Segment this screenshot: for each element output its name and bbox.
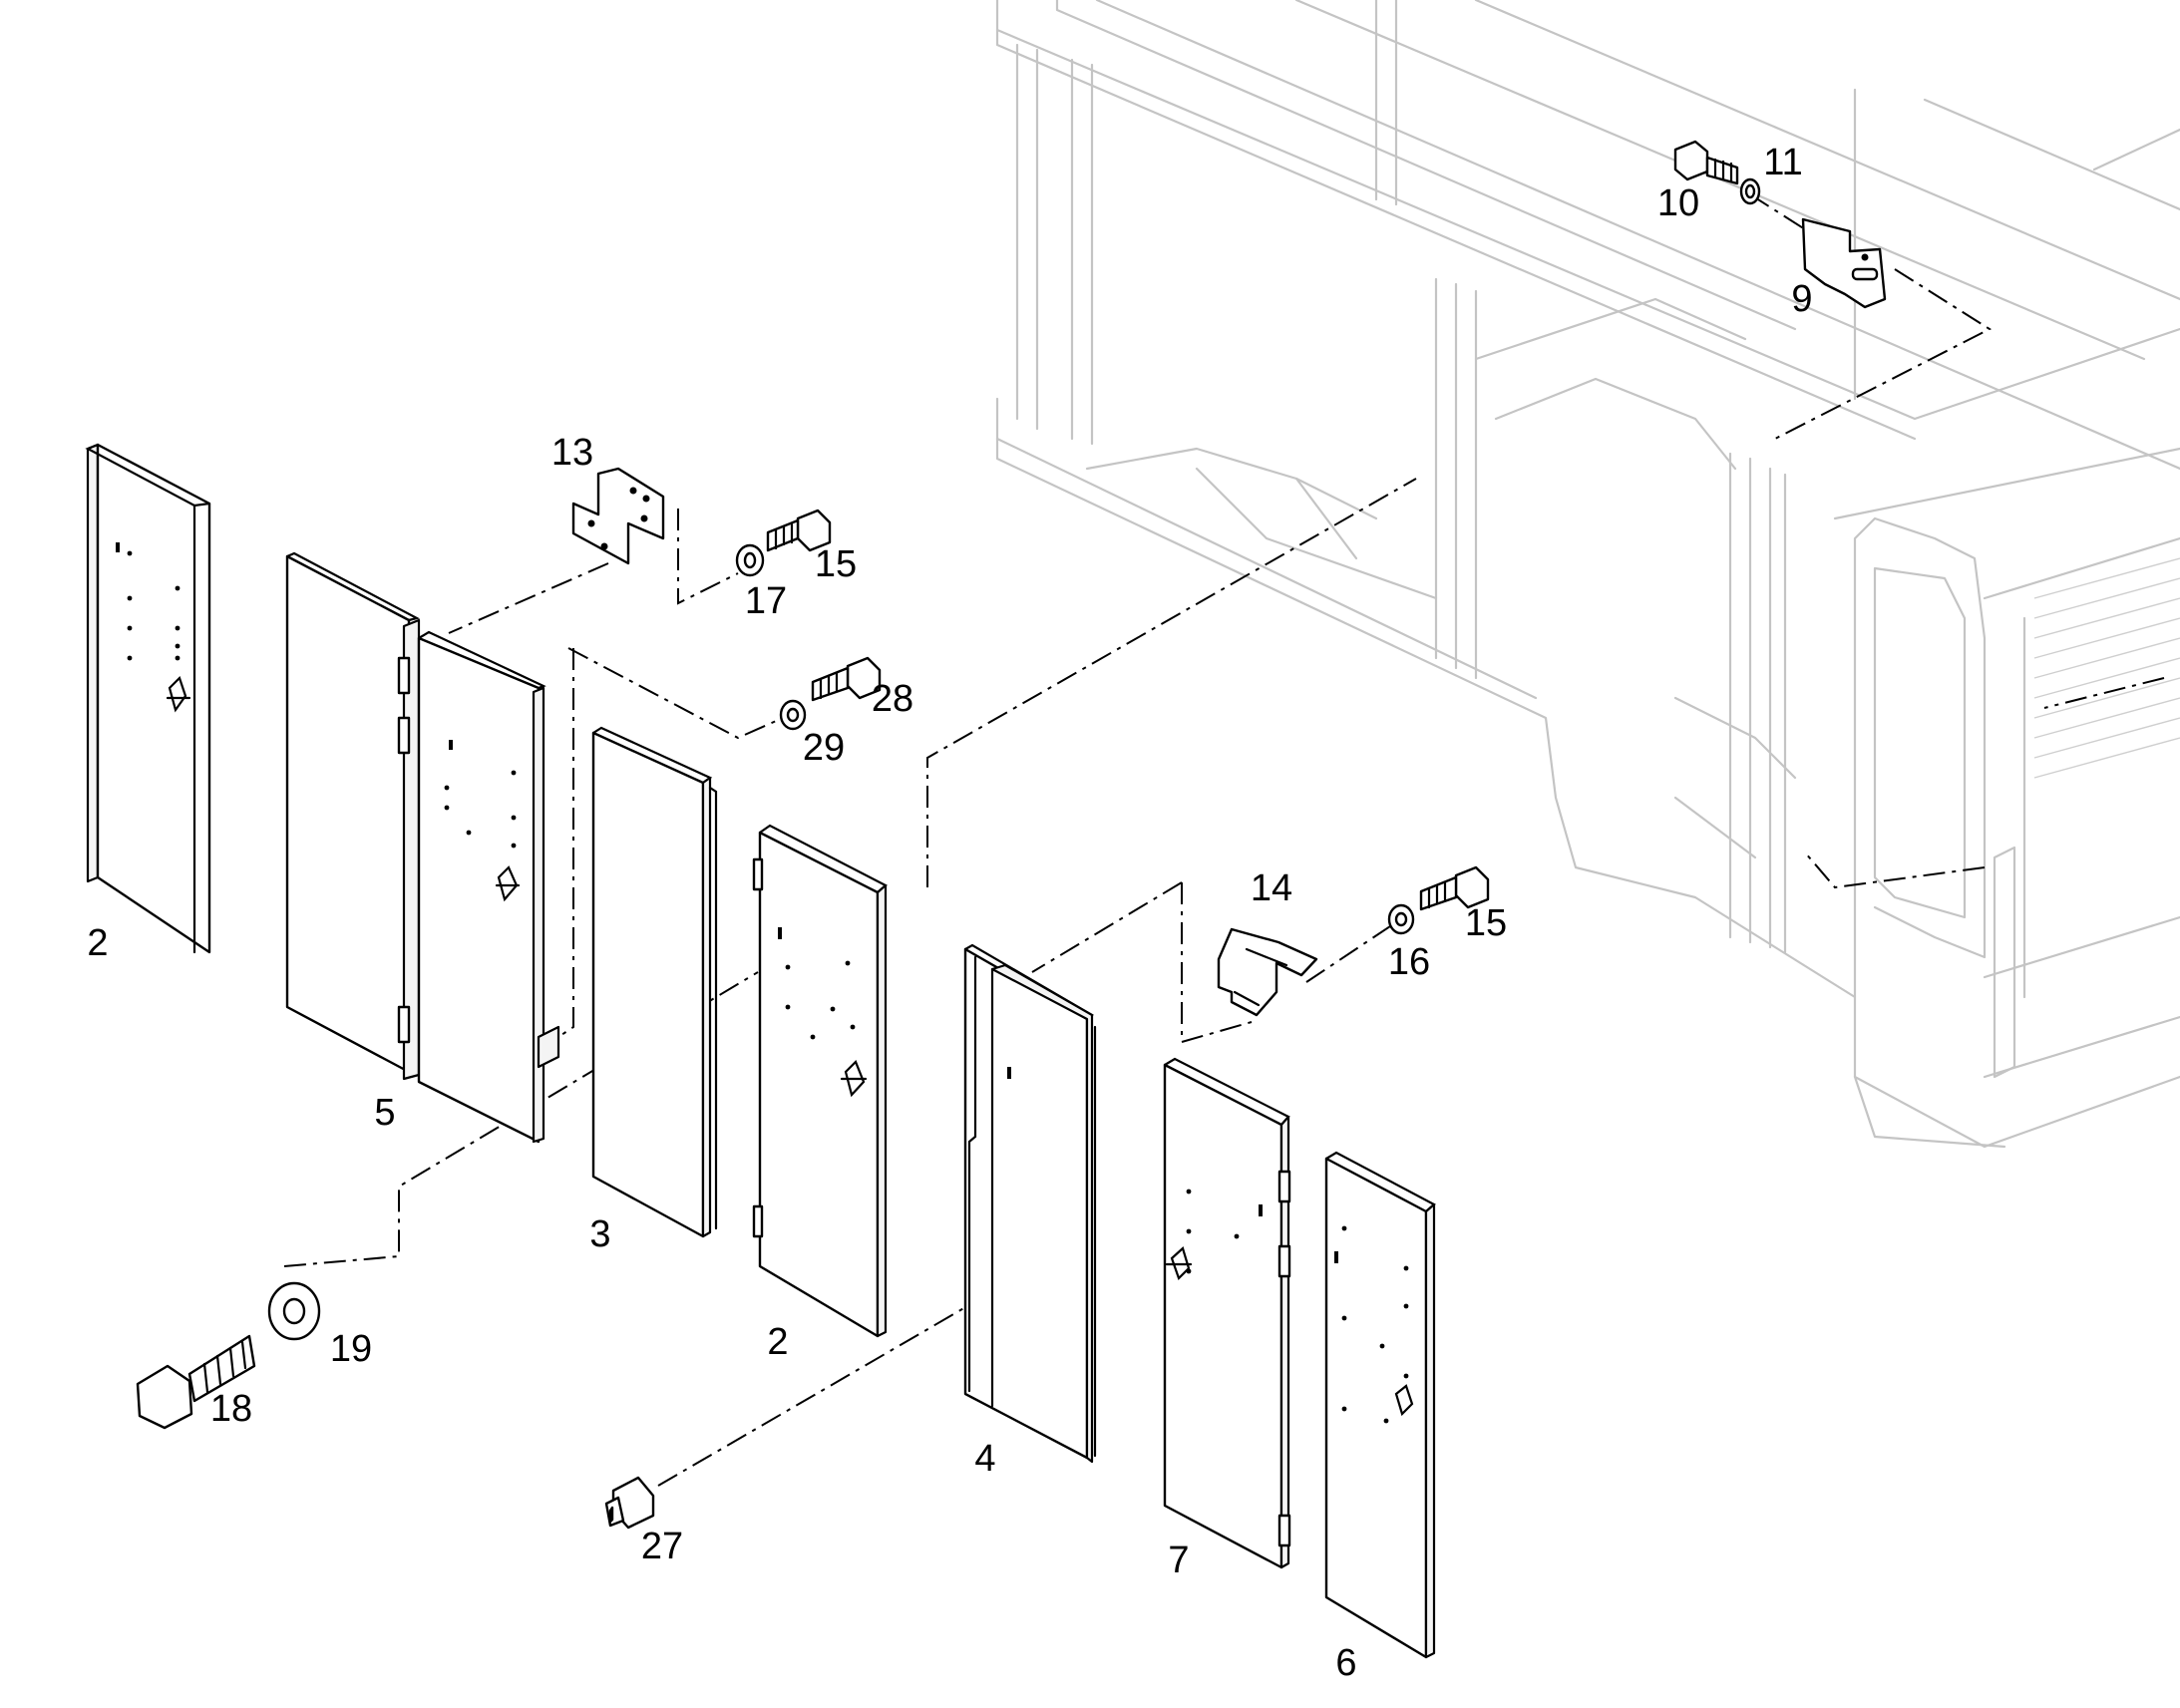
washer-11 <box>1739 177 1761 205</box>
callout-15-top: 15 <box>815 543 857 585</box>
callout-7: 7 <box>1168 1539 1189 1581</box>
callout-19: 19 <box>330 1328 372 1370</box>
callout-labels: 9 10 11 13 15 17 28 29 14 15 16 2 5 3 2 … <box>87 142 1812 1684</box>
callout-28: 28 <box>872 678 913 720</box>
callout-15-lower: 15 <box>1465 902 1507 944</box>
callout-2-left: 2 <box>87 922 108 964</box>
callout-10: 10 <box>1657 182 1699 224</box>
washer-16 <box>1387 903 1415 935</box>
callout-13: 13 <box>551 432 593 474</box>
bracket-13 <box>571 467 665 565</box>
panel-6 <box>1324 1151 1436 1659</box>
callout-4: 4 <box>974 1438 995 1480</box>
bolt-10 <box>1673 140 1739 185</box>
bracket-14 <box>1217 927 1318 1017</box>
panel-7 <box>1163 1057 1291 1569</box>
callout-5: 5 <box>374 1092 395 1134</box>
bumper-27 <box>604 1476 655 1530</box>
bolt-15-lower <box>1419 865 1490 911</box>
bolt-28 <box>811 656 882 702</box>
callout-17: 17 <box>745 580 787 622</box>
callout-18: 18 <box>210 1388 252 1430</box>
panel-4 <box>963 943 1097 1464</box>
washer-19 <box>267 1281 321 1341</box>
bolt-15-top <box>766 509 832 552</box>
machine-frame <box>995 0 2180 1149</box>
callout-6: 6 <box>1335 1642 1356 1684</box>
washer-29 <box>779 699 807 731</box>
panel-2-left <box>85 443 211 954</box>
callout-16: 16 <box>1388 941 1430 983</box>
callout-29: 29 <box>803 727 845 769</box>
callout-2-center: 2 <box>767 1321 788 1363</box>
washer-17 <box>735 543 765 577</box>
bolt-18 <box>136 1334 256 1430</box>
bracket-9 <box>1801 217 1887 309</box>
callout-14: 14 <box>1251 867 1292 909</box>
callout-27: 27 <box>641 1526 683 1567</box>
panel-2-center <box>752 824 888 1338</box>
callout-11: 11 <box>1763 142 1802 183</box>
panel-3 <box>591 726 718 1238</box>
door-5-assembly <box>285 551 560 1144</box>
callout-9: 9 <box>1791 278 1812 320</box>
callout-3: 3 <box>589 1213 610 1255</box>
